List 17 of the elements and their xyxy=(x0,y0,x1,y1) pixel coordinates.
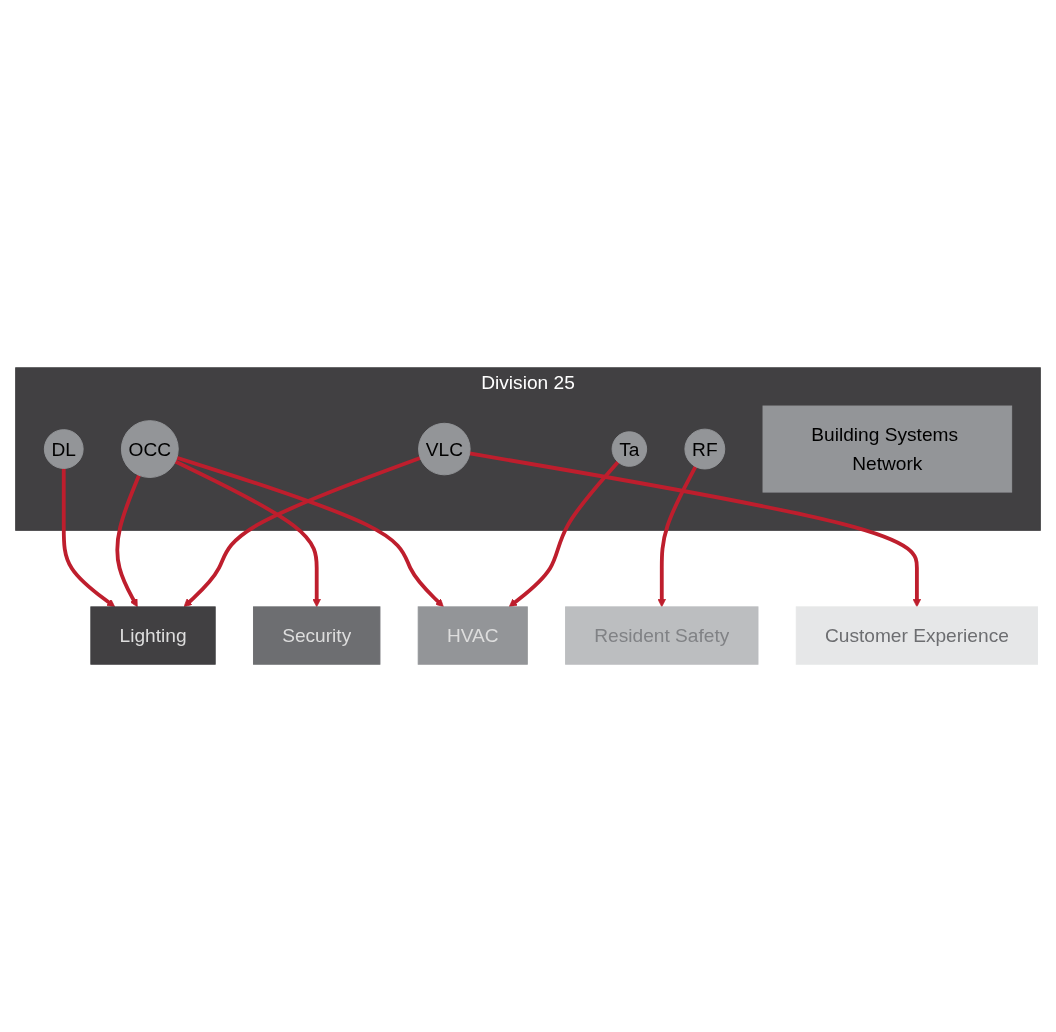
node-circle: RF xyxy=(684,428,726,470)
arrow xyxy=(469,451,922,608)
node-circle: OCC xyxy=(120,420,179,478)
arrow xyxy=(115,474,141,608)
node-box: Customer Experience xyxy=(795,606,1039,665)
arrow xyxy=(508,460,620,608)
node-circle: Ta xyxy=(611,431,648,467)
node-box: Building Systems Network xyxy=(762,405,1013,493)
node-box: Resident Safety xyxy=(565,606,759,665)
node-box: Security xyxy=(253,606,381,665)
arrow xyxy=(61,468,116,608)
node-circle: VLC xyxy=(418,422,471,476)
arrow xyxy=(174,459,321,608)
node-box: Lighting xyxy=(90,606,216,665)
node-circle: DL xyxy=(43,429,84,469)
arrow xyxy=(657,465,698,608)
node-box: HVAC xyxy=(417,606,528,665)
